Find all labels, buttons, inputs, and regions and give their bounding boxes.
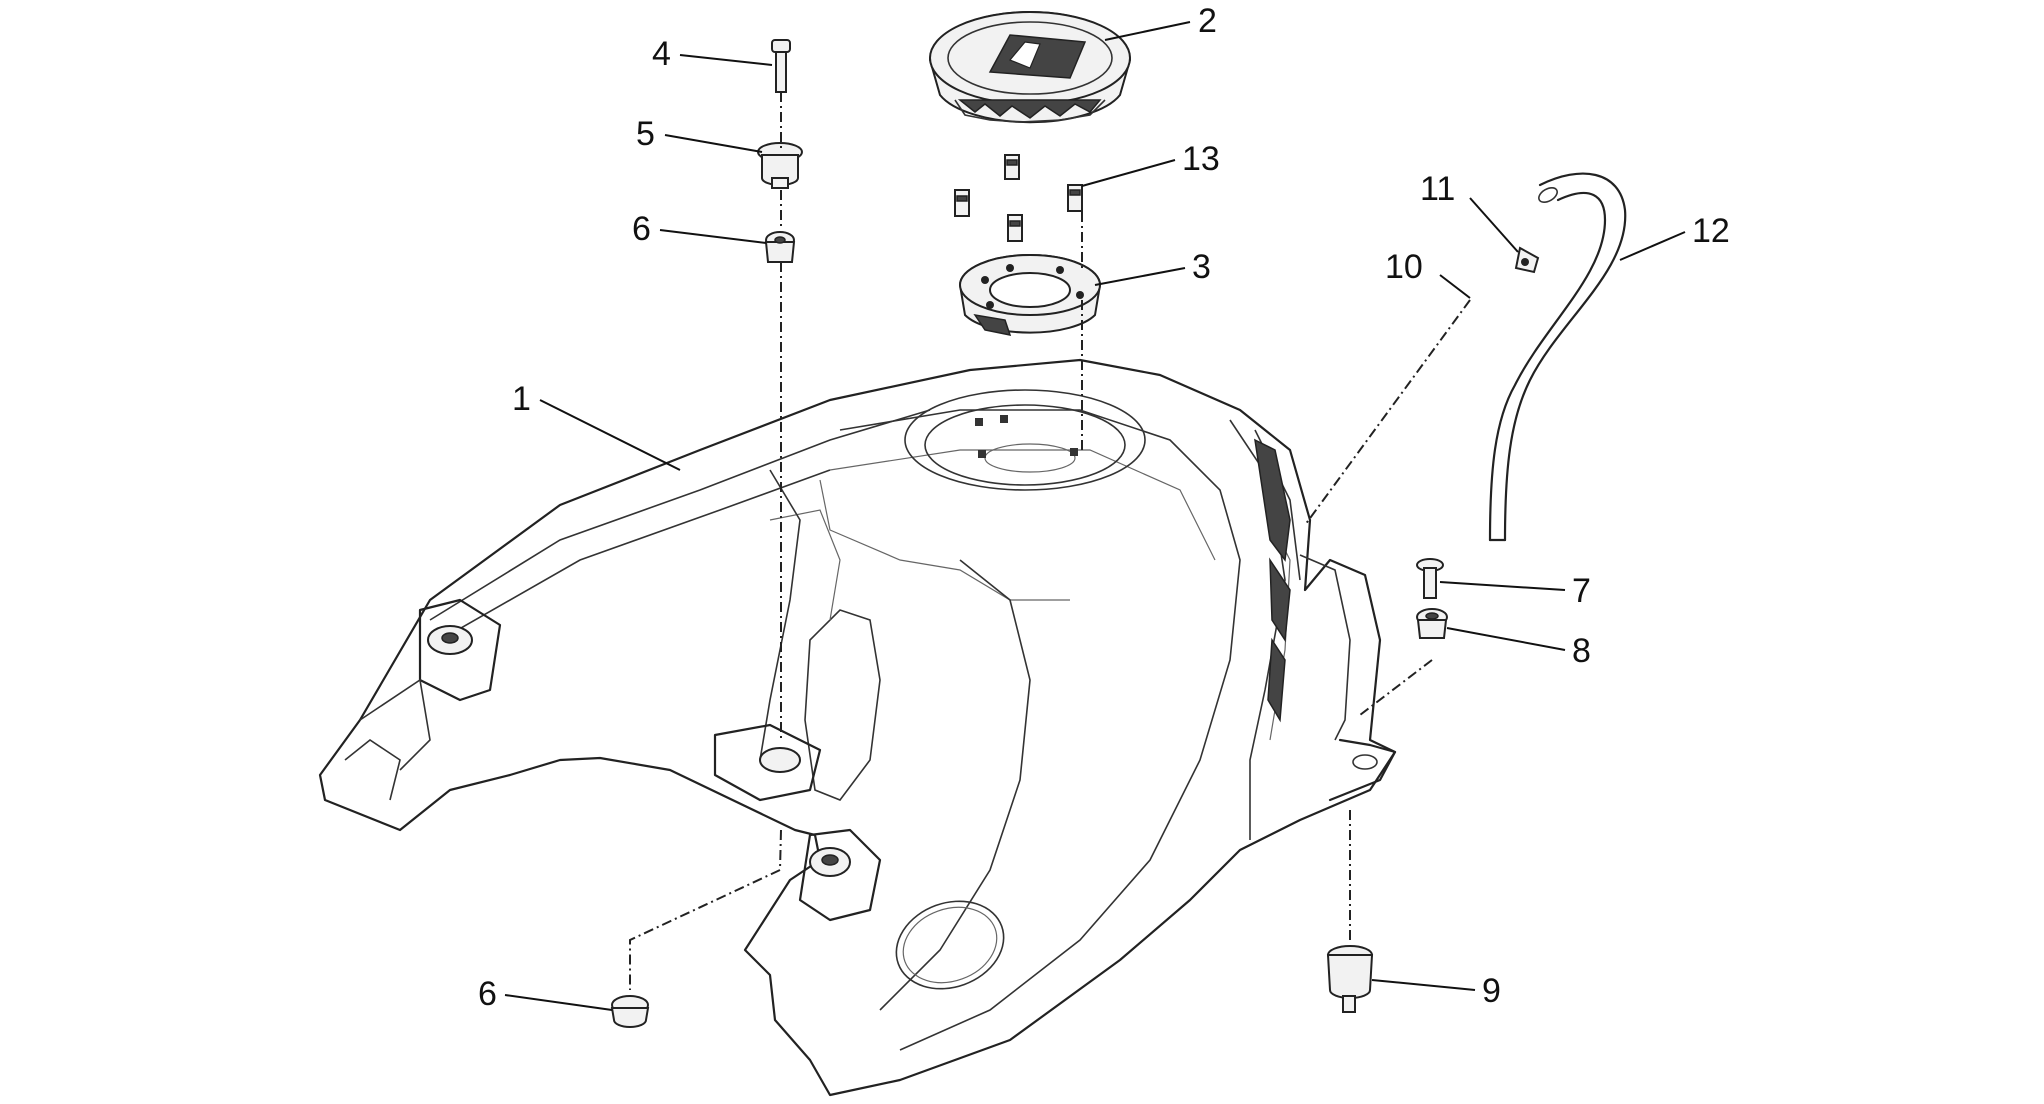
callout-8: 8 (1572, 632, 1591, 670)
callout-6-top: 6 (632, 210, 651, 248)
callout-2: 2 (1198, 2, 1217, 40)
callout-13: 13 (1182, 140, 1220, 178)
callout-12: 12 (1692, 212, 1730, 250)
bolt-7 (1416, 558, 1444, 599)
filler-flange-ring (958, 254, 1102, 336)
callout-1: 1 (512, 380, 531, 418)
spacer-5 (757, 142, 803, 189)
grommet-6-bottom (610, 995, 650, 1028)
callout-3: 3 (1192, 248, 1211, 286)
breather-hose-12 (1488, 172, 1627, 542)
callout-labels: 1 2 3 4 5 6 6 7 8 9 10 11 12 13 (478, 2, 1730, 1013)
callout-11: 11 (1420, 170, 1455, 208)
callout-7: 7 (1572, 572, 1591, 610)
callout-5: 5 (636, 115, 655, 153)
flange-screws (954, 154, 1083, 242)
damper-9 (1326, 945, 1374, 1013)
grommet-6-top (764, 231, 796, 263)
fuel-tank (318, 358, 1397, 1097)
callout-6-bottom: 6 (478, 975, 497, 1013)
callout-9: 9 (1482, 972, 1501, 1010)
clip-11 (1514, 246, 1540, 274)
fuel-cap (928, 11, 1132, 124)
callout-4: 4 (652, 35, 671, 73)
callout-10: 10 (1385, 248, 1423, 286)
bolt-4 (771, 39, 791, 93)
assembly-axis-lines (629, 92, 1471, 990)
grommet-8 (1416, 608, 1448, 639)
leader-lines (504, 21, 1686, 1011)
